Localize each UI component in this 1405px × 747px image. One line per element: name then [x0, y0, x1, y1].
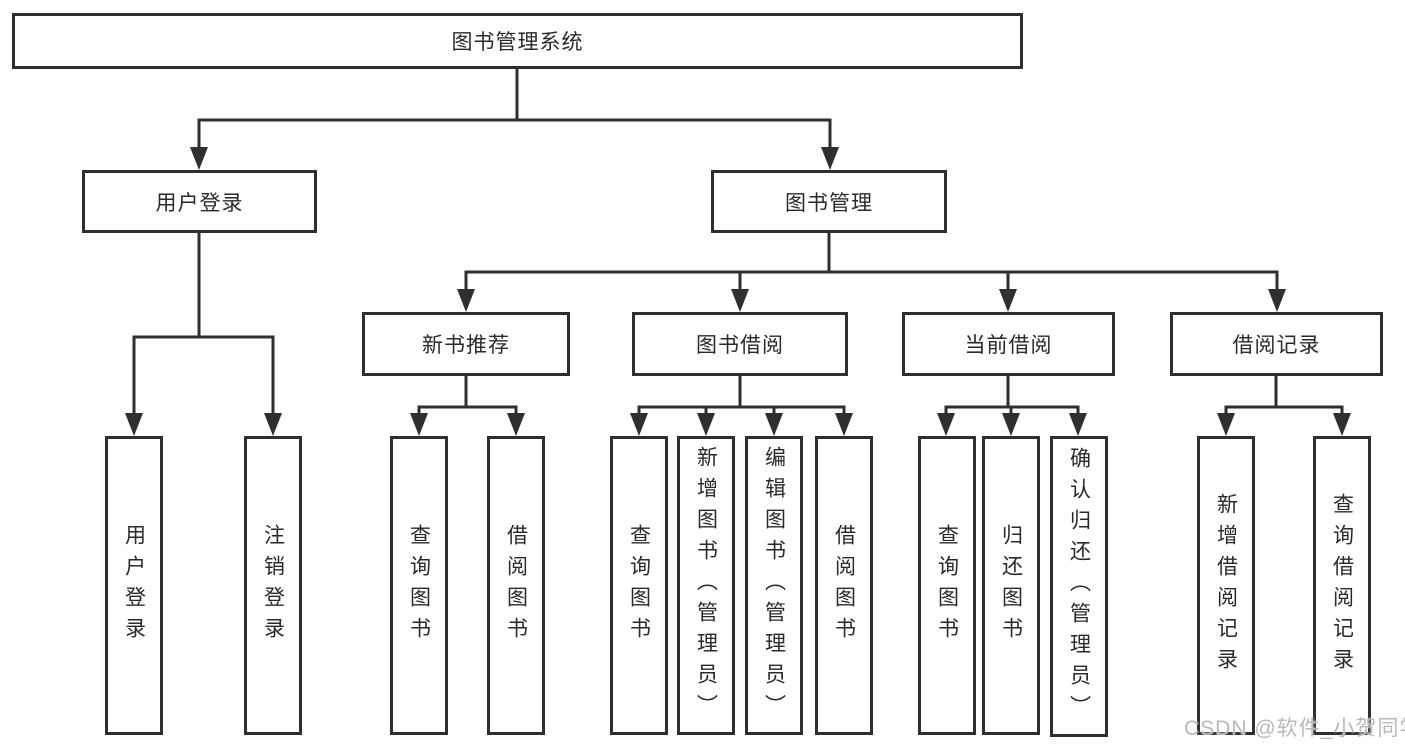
node-label: 确认归还（管理员） — [1067, 447, 1091, 726]
node-label: 当前借阅 — [964, 334, 1053, 357]
leaf-add-borrow-record: 新增借阅记录 — [1197, 436, 1255, 735]
leaf-return-books: 归还图书 — [982, 436, 1040, 735]
node-label: 用户登录 — [122, 523, 146, 648]
node-current-borrowing: 当前借阅 — [902, 312, 1115, 376]
node-label: 图书管理 — [785, 191, 873, 215]
node-label: 新书推荐 — [422, 334, 510, 357]
node-borrowing-records: 借阅记录 — [1170, 312, 1383, 376]
node-label: 新增借阅记录 — [1214, 492, 1238, 679]
node-label: 图书借阅 — [696, 334, 784, 357]
leaf-confirm-return-admin: 确认归还（管理员） — [1050, 436, 1108, 737]
node-label: 新增图书（管理员） — [694, 446, 718, 725]
leaf-logout: 注销登录 — [244, 436, 302, 735]
node-label: 查询借阅记录 — [1330, 492, 1354, 679]
node-label: 注销登录 — [261, 523, 285, 648]
node-label: 查询图书 — [627, 523, 651, 648]
leaf-borrow-books: 借阅图书 — [815, 436, 873, 735]
node-new-book-recommend: 新书推荐 — [362, 312, 570, 376]
leaf-query-books-current: 查询图书 — [918, 436, 976, 735]
csdn-watermark: CSDN @软件_小贺同学 — [1184, 717, 1405, 740]
leaf-borrow-books-recommend: 借阅图书 — [487, 436, 545, 735]
node-book-management: 图书管理 — [711, 170, 947, 233]
node-label: 用户登录 — [155, 191, 244, 215]
leaf-add-books-admin: 新增图书（管理员） — [677, 436, 735, 735]
leaf-query-borrow-record: 查询借阅记录 — [1313, 436, 1371, 735]
leaf-user-login: 用户登录 — [105, 436, 163, 735]
node-label: 借阅图书 — [504, 523, 528, 648]
arrowheads — [125, 147, 1351, 436]
node-label: 查询图书 — [407, 523, 431, 648]
node-library-system: 图书管理系统 — [12, 13, 1023, 69]
node-label: 查询图书 — [935, 523, 959, 648]
node-book-borrowing: 图书借阅 — [632, 312, 848, 376]
node-label: 图书管理系统 — [451, 31, 584, 54]
node-label: 借阅记录 — [1232, 334, 1321, 357]
node-label: 编辑图书（管理员） — [762, 446, 786, 725]
leaf-edit-books-admin: 编辑图书（管理员） — [745, 436, 803, 735]
leaf-query-books-recommend: 查询图书 — [390, 436, 448, 735]
leaf-query-books-borrow: 查询图书 — [610, 436, 668, 735]
node-label: 归还图书 — [999, 523, 1023, 648]
node-label: 借阅图书 — [832, 523, 856, 648]
node-user-login-branch: 用户登录 — [82, 170, 317, 233]
